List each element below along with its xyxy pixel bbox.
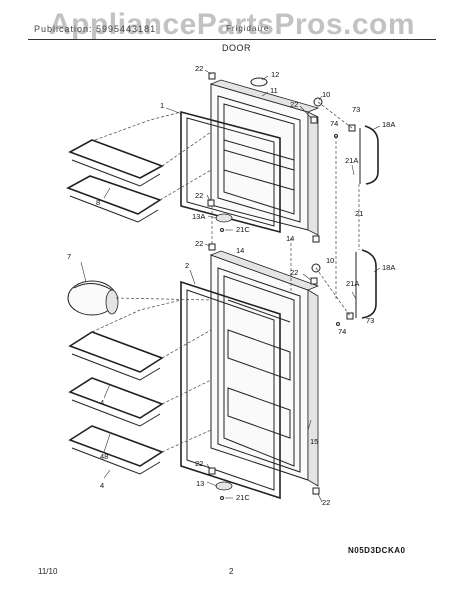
callout-15: 15 <box>310 437 318 446</box>
callout-13: 13 <box>196 479 204 488</box>
callout-2: 2 <box>185 261 189 270</box>
callout-18a: 18A <box>382 263 395 272</box>
callout-74: 74 <box>338 327 346 336</box>
callout-73: 73 <box>352 105 360 114</box>
freezer-door-assembly <box>180 79 320 236</box>
callout-11: 11 <box>270 86 278 95</box>
callout-22: 22 <box>290 268 298 277</box>
assembly-lines <box>91 101 360 453</box>
callout-10: 10 <box>322 90 330 99</box>
header-section: Frigidaire <box>226 24 270 33</box>
leader-lines <box>80 69 381 503</box>
callout-22: 22 <box>290 100 298 109</box>
callout-14: 14 <box>286 234 294 243</box>
callout-22: 22 <box>195 459 203 468</box>
callout-73: 73 <box>366 316 374 325</box>
fresh-food-door-shelves <box>68 331 164 475</box>
callout-4: 4 <box>100 398 104 407</box>
callout-18a: 18A <box>382 120 395 129</box>
door-handles <box>355 125 379 319</box>
callout-8: 8 <box>96 198 100 207</box>
callout-48: 48 <box>100 452 108 461</box>
dairy-container <box>67 280 119 316</box>
diagram-code: N05D3DCKA0 <box>348 546 406 555</box>
callout-10: 10 <box>326 256 334 265</box>
callout-74: 74 <box>330 119 338 128</box>
page-title: DOOR <box>222 43 251 53</box>
callout-22: 22 <box>195 64 203 73</box>
header-model: Publication: 5995443181 <box>34 24 157 34</box>
page-number: 2 <box>229 567 234 576</box>
callout-7: 7 <box>67 252 71 261</box>
callout-21a: 21A <box>345 156 358 165</box>
callout-21a: 21A <box>346 279 359 288</box>
callout-labels: 22 12 11 22 10 73 1 74 18A 8 21A 22 13A … <box>67 64 395 507</box>
freezer-door-shelves <box>66 139 164 223</box>
callout-21c: 21C <box>236 225 250 234</box>
callout-22: 22 <box>195 239 203 248</box>
callout-13a: 13A <box>192 212 205 221</box>
footer-date: 11/10 <box>38 567 58 576</box>
callout-12: 12 <box>271 70 279 79</box>
callout-22: 22 <box>322 498 330 507</box>
callout-1: 1 <box>160 101 164 110</box>
header-divider <box>28 39 436 40</box>
callout-21c: 21C <box>236 493 250 502</box>
callout-4: 4 <box>100 481 104 490</box>
callout-22: 22 <box>195 191 203 200</box>
callout-14: 14 <box>236 246 244 255</box>
callout-21: 21 <box>355 209 363 218</box>
